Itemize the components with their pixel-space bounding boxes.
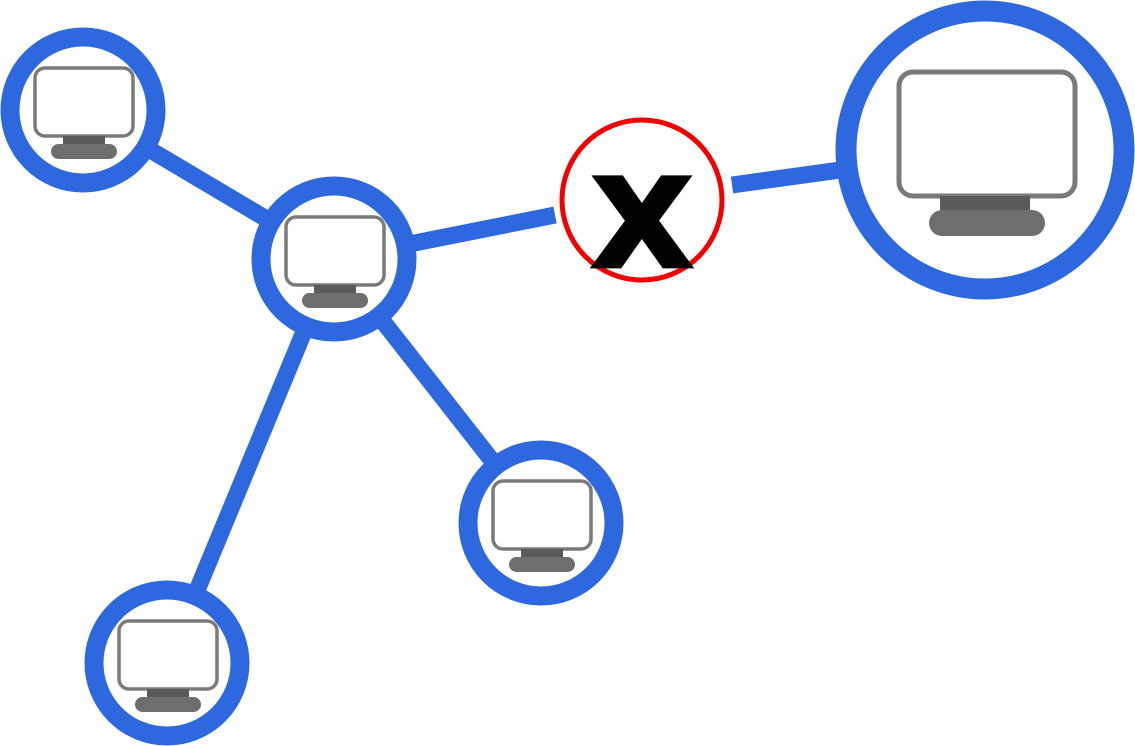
- node-hub: [251, 176, 417, 342]
- node-remote: [835, 0, 1135, 300]
- computer-icon: [284, 215, 386, 308]
- disconnected-icon: x: [559, 111, 725, 309]
- computer-icon: [33, 66, 135, 159]
- node-top-left: [0, 27, 166, 193]
- computer-icon: [896, 69, 1078, 236]
- node-bottom-right: [458, 440, 624, 606]
- break-marker-ring: [559, 117, 725, 283]
- computer-icon: [491, 479, 593, 572]
- computer-icon: [117, 619, 219, 712]
- node-bottom-left: [84, 580, 250, 746]
- break-marker-label: x: [587, 111, 697, 309]
